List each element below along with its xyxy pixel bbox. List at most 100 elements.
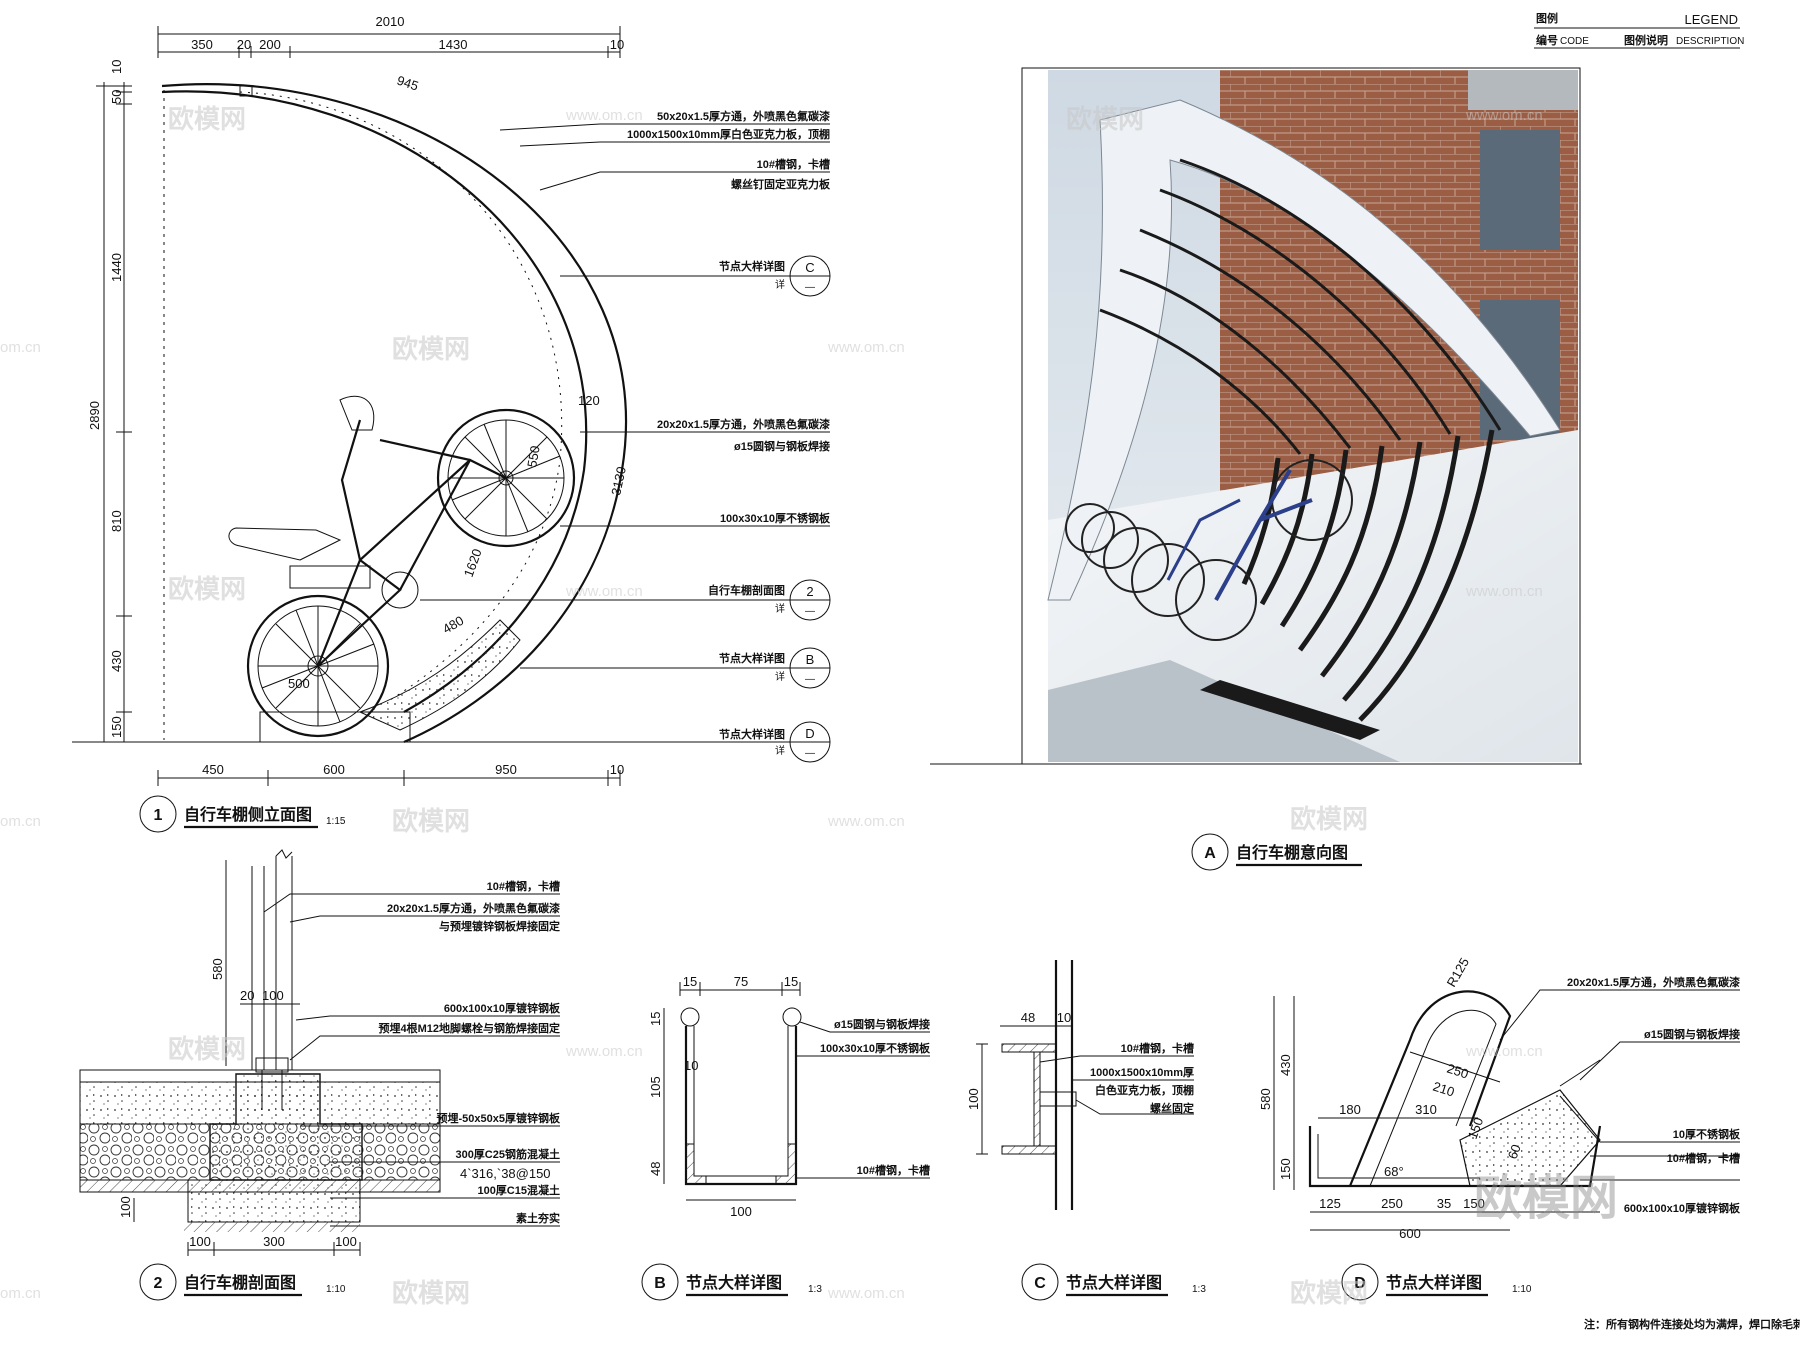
svg-text:15: 15	[683, 974, 697, 989]
svg-text:1: 1	[154, 807, 163, 824]
svg-text:欧模网: 欧模网	[392, 334, 470, 364]
note-channel-steel: 10#槽钢，卡槽	[757, 157, 830, 171]
note-detail-c: 节点大样详图	[719, 259, 785, 273]
drawing-1-title: 1 自行车棚侧立面图 1:15	[139, 795, 346, 833]
svg-text:www.om.cn: www.om.cn	[565, 583, 643, 600]
watermarks: 欧模网 欧模网 欧模网 欧模网 欧模网 欧模网 欧模网 欧模网 欧模网 www.…	[0, 104, 1618, 1308]
svg-text:www.om.cn: www.om.cn	[565, 107, 643, 124]
svg-text:ø15圆钢与钢板焊接: ø15圆钢与钢板焊接	[1644, 1027, 1740, 1041]
canopy-arc	[161, 83, 628, 744]
note-section-ref: 自行车棚剖面图	[708, 583, 785, 597]
bottom-dimensions: 450 600 950 10	[157, 762, 624, 786]
svg-text:详: 详	[775, 278, 785, 291]
svg-text:om.cn: om.cn	[0, 339, 41, 356]
svg-text:欧模网: 欧模网	[168, 574, 246, 604]
svg-text:100: 100	[189, 1234, 211, 1249]
dim-left-50: 50	[109, 90, 124, 104]
note-square-tube-20: 20x20x1.5厚方通，外喷黑色氟碳漆	[657, 417, 830, 431]
svg-text:60: 60	[1505, 1142, 1524, 1161]
dim-left-1440: 1440	[109, 253, 124, 282]
svg-text:100: 100	[118, 1196, 133, 1218]
svg-text:B: B	[654, 1275, 666, 1292]
drawing-1-notes: 50x20x1.5厚方通，外喷黑色氟碳漆 1000x1500x10mm厚白色亚克…	[408, 109, 831, 743]
top-dimensions: 2010 350 20 200 1430 10	[157, 14, 624, 58]
svg-text:与预埋镀锌钢板焊接固定: 与预埋镀锌钢板焊接固定	[439, 919, 560, 933]
svg-text:100: 100	[730, 1204, 752, 1219]
svg-text:600x100x10厚镀锌钢板: 600x100x10厚镀锌钢板	[444, 1001, 561, 1015]
svg-text:20x20x1.5厚方通，外喷黑色氟碳漆: 20x20x1.5厚方通，外喷黑色氟碳漆	[387, 901, 560, 915]
svg-text:1:10: 1:10	[1512, 1284, 1532, 1295]
svg-text:详: 详	[775, 670, 785, 683]
svg-text:白色亚克力板，顶棚: 白色亚克力板，顶棚	[1095, 1083, 1194, 1097]
svg-text:250: 250	[1445, 1061, 1470, 1082]
svg-text:430: 430	[1278, 1054, 1293, 1076]
svg-text:75: 75	[734, 974, 748, 989]
dim-350: 350	[191, 37, 213, 52]
svg-text:C: C	[1034, 1275, 1046, 1292]
svg-text:欧模网: 欧模网	[1066, 104, 1144, 134]
svg-text:www.om.cn: www.om.cn	[827, 339, 905, 356]
svg-text:10: 10	[1057, 1010, 1071, 1025]
svg-text:www.om.cn: www.om.cn	[1465, 1043, 1543, 1060]
detail-d-notes: 20x20x1.5厚方通，外喷黑色氟碳漆 ø15圆钢与钢板焊接 10厚不锈钢板 …	[1499, 975, 1741, 1215]
legend-block: 图例 LEGEND 编号 CODE 图例说明 DESCRIPTION	[1534, 11, 1744, 49]
note-detail-b: 节点大样详图	[719, 651, 785, 665]
svg-text:35: 35	[1437, 1196, 1451, 1211]
note-round-steel: ø15圆钢与钢板焊接	[734, 439, 830, 453]
svg-text:100x30x10厚不锈钢板: 100x30x10厚不锈钢板	[820, 1041, 931, 1055]
photo-image	[1047, 70, 1578, 762]
bicycle-drawing	[228, 395, 576, 738]
drawing-1-side-elevation: 2010 350 20 200 1430 10 10 50 1440 2890 …	[72, 14, 831, 833]
svg-text:20x20x1.5厚方通，外喷黑色氟碳漆: 20x20x1.5厚方通，外喷黑色氟碳漆	[1567, 975, 1740, 989]
svg-text:300厚C25钢筋混凝土: 300厚C25钢筋混凝土	[455, 1147, 560, 1161]
drawing-2-notes: 10#槽钢，卡槽 20x20x1.5厚方通，外喷黑色氟碳漆 与预埋镀锌钢板焊接固…	[263, 879, 561, 1227]
svg-text:素土夯实: 素土夯实	[516, 1211, 560, 1225]
detail-c-dims: 48 10 100	[966, 1010, 1072, 1155]
svg-text:—: —	[805, 748, 815, 759]
dim-left-810: 810	[109, 510, 124, 532]
legend-title-cn: 图例	[1536, 11, 1558, 25]
note-screw-fix: 螺丝钉固定亚克力板	[731, 177, 831, 191]
drawing-2-title: 2 自行车棚剖面图 1:10	[139, 1263, 346, 1301]
drawing-2-title-text: 自行车棚剖面图	[184, 1273, 296, 1292]
svg-text:10#槽钢，卡槽: 10#槽钢，卡槽	[1667, 1151, 1740, 1165]
dim-480: 480	[440, 613, 466, 637]
svg-text:www.om.cn: www.om.cn	[827, 1285, 905, 1302]
svg-text:150: 150	[1463, 1196, 1485, 1211]
svg-text:—: —	[805, 606, 815, 617]
svg-text:125: 125	[1319, 1196, 1341, 1211]
svg-text:100: 100	[335, 1234, 357, 1249]
svg-text:180: 180	[1339, 1102, 1361, 1117]
svg-text:1:3: 1:3	[808, 1284, 822, 1295]
svg-text:150: 150	[1278, 1158, 1293, 1180]
footnote: 注：所有钢构件连接处均为满焊，焊口除毛刺后修平，防锈漆两道，喷氟碳漆两道。	[1584, 1317, 1800, 1331]
svg-text:10: 10	[684, 1058, 698, 1073]
dim-120: 120	[578, 393, 600, 408]
dim-left-10: 10	[109, 60, 124, 74]
dim-total-width: 2010	[376, 14, 405, 29]
svg-text:580: 580	[1258, 1088, 1273, 1110]
svg-text:om.cn: om.cn	[0, 813, 41, 830]
svg-text:20: 20	[240, 988, 254, 1003]
svg-text:10厚不锈钢板: 10厚不锈钢板	[1673, 1127, 1741, 1141]
note-stainless-plate: 100x30x10厚不锈钢板	[720, 511, 831, 525]
svg-text:1:10: 1:10	[326, 1284, 346, 1295]
detail-b-title-text: 节点大样详图	[686, 1273, 782, 1292]
note-detail-d: 节点大样详图	[719, 727, 785, 741]
svg-text:600x100x10厚镀锌钢板: 600x100x10厚镀锌钢板	[1624, 1201, 1741, 1215]
callout-2: 2 详 —	[775, 579, 831, 621]
drawing-2-section: 580 20 100 100 100 300 100 10#槽钢，卡槽 20x2…	[79, 849, 561, 1301]
left-dimensions: 10 50 1440 2890 810 430 150	[87, 60, 132, 743]
drawing-2-dims: 580 20 100 100 100 300 100	[118, 860, 361, 1256]
svg-text:预埋-50x50x5厚镀锌钢板: 预埋-50x50x5厚镀锌钢板	[437, 1111, 561, 1125]
svg-text:www.om.cn: www.om.cn	[1465, 107, 1543, 124]
svg-text:详: 详	[775, 602, 785, 615]
svg-text:图例说明: 图例说明	[1624, 33, 1668, 47]
dim-left-150: 150	[109, 716, 124, 738]
svg-text:CODE: CODE	[1560, 36, 1589, 47]
svg-text:1:3: 1:3	[1192, 1284, 1206, 1295]
svg-text:B: B	[806, 652, 815, 667]
svg-text:欧模网: 欧模网	[392, 1278, 470, 1308]
callout-c: C 详 —	[775, 255, 831, 297]
